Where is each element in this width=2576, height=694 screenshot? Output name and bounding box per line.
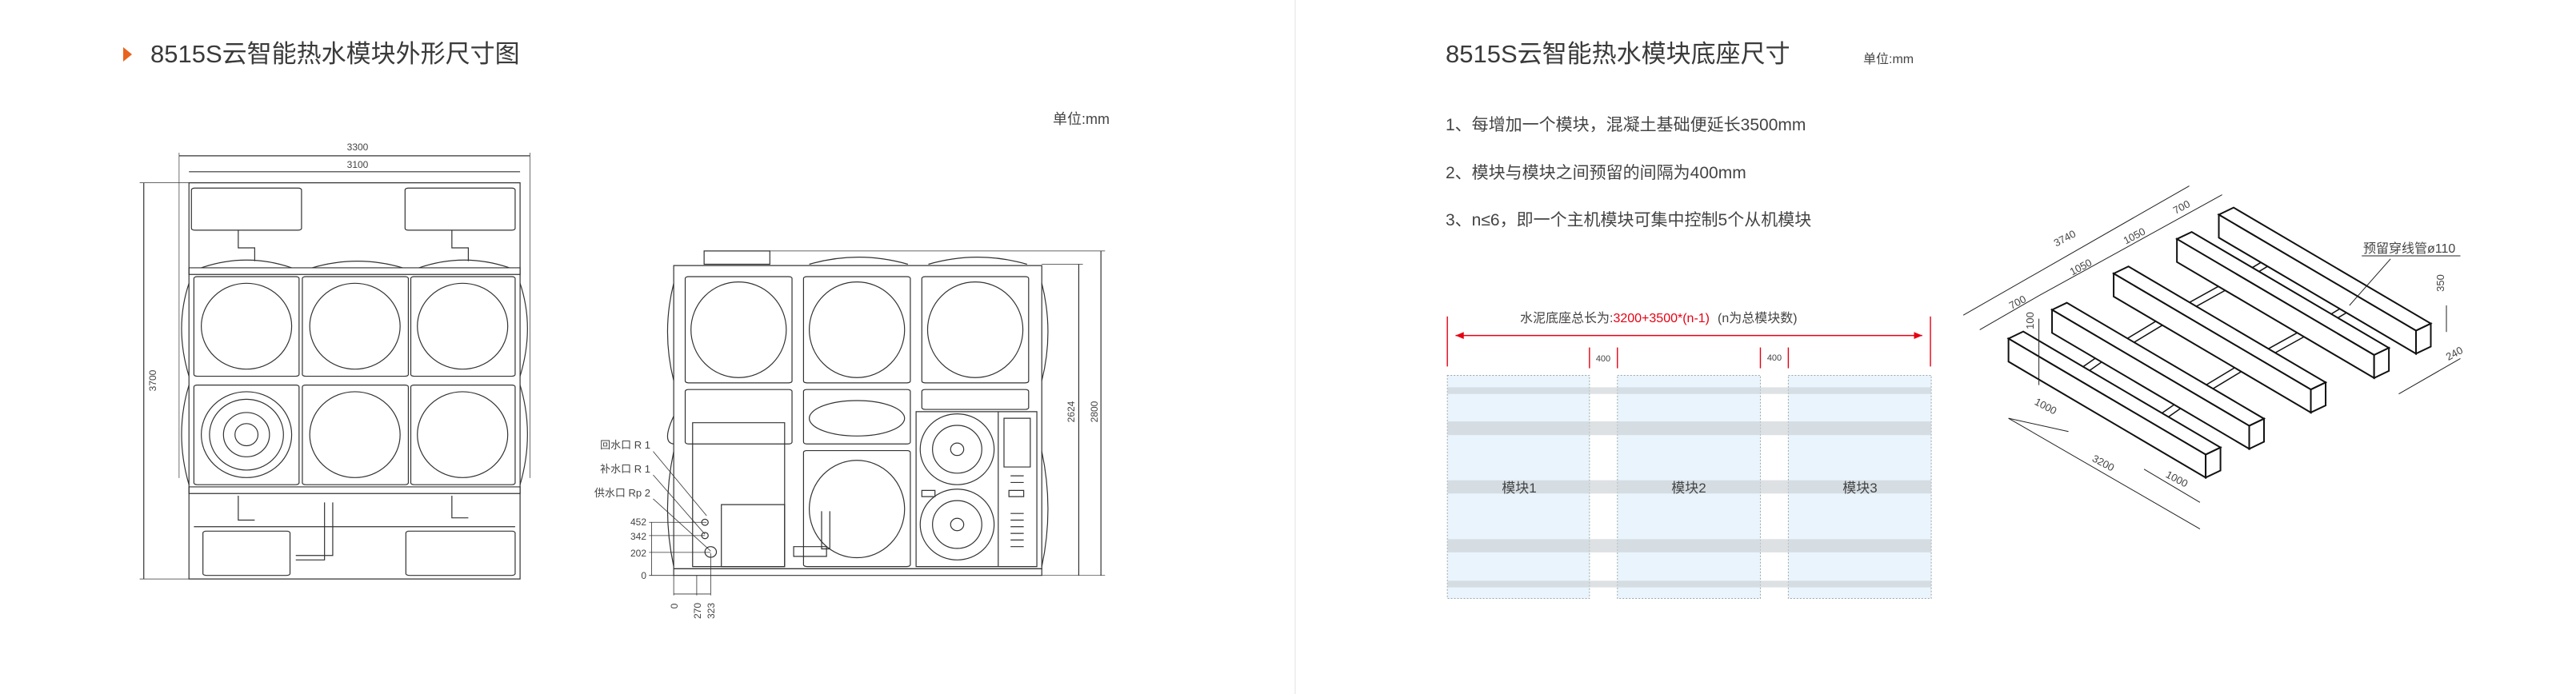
- total-length-prefix: 水泥底座总长为:: [1520, 311, 1613, 325]
- port-label-makeup: 补水口 R 1: [600, 463, 650, 475]
- port-height-452: 452: [630, 517, 646, 528]
- iso-dim-240: 240: [2444, 344, 2465, 362]
- title-bullet-icon: [123, 47, 132, 62]
- tank-panels: [194, 277, 515, 485]
- port-height-0: 0: [641, 570, 646, 581]
- dim-2624: 2624: [1066, 401, 1077, 422]
- dim-3700: 3700: [147, 369, 158, 391]
- note-1: 1、每增加一个模块，混凝土基础便延长3500mm: [1446, 116, 1806, 134]
- right-title: 8515S云智能热水模块底座尺寸: [1446, 40, 1790, 68]
- right-panel-base-dimensions: 8515S云智能热水模块底座尺寸 单位:mm 1、每增加一个模块，混凝土基础便延…: [1294, 0, 2576, 694]
- port-offset-0: 0: [669, 603, 680, 608]
- beam-end-face: [2311, 382, 2326, 413]
- gap-label-2: 400: [1767, 353, 1782, 363]
- iso-base-view: [2009, 208, 2431, 478]
- outline-drawing: 3300 3100 3700 2624 2800 回水口 R 1 补水口 R 1…: [0, 142, 1294, 619]
- total-length-formula: 3200+3500*(n-1): [1613, 312, 1710, 325]
- module-label-1: 模块1: [1502, 481, 1536, 496]
- pipe-label: 预留穿线管ø110: [2363, 241, 2455, 256]
- note-3: 3、n≤6，即一个主机模块可集中控制5个从机模块: [1446, 211, 1812, 229]
- left-unit-label: 单位:mm: [1053, 111, 1110, 127]
- iso-dim-1000-left: 1000: [2033, 396, 2059, 417]
- front-view: [140, 153, 530, 579]
- port-offset-270: 270: [692, 603, 703, 619]
- right-unit-label: 单位:mm: [1863, 53, 1914, 66]
- iso-dim-3200: 3200: [2090, 453, 2117, 474]
- total-length-label: 水泥底座总长为:3200+3500*(n-1) (n为总模块数): [1520, 311, 1798, 325]
- left-title: 8515S云智能热水模块外形尺寸图: [150, 40, 520, 68]
- gap-label-1: 400: [1596, 354, 1610, 364]
- base-drawing: 水泥底座总长为:3200+3500*(n-1)(n为总模块数) 400 400 …: [1296, 0, 2465, 694]
- port-label-supply: 供水口 Rp 2: [594, 487, 650, 499]
- port-height-342: 342: [630, 531, 646, 542]
- beam-end-face: [2250, 419, 2264, 449]
- fan-icon: [920, 489, 994, 560]
- port-offset-323: 323: [706, 603, 717, 619]
- side-view: [649, 251, 1105, 596]
- module-label-3: 模块3: [1842, 481, 1877, 496]
- base-plan: [1447, 317, 1931, 599]
- beam-end-face: [2206, 448, 2220, 478]
- iso-dim-1050-b: 1050: [2068, 257, 2094, 278]
- note-2: 2、模块与模块之间预留的间隔为400mm: [1446, 164, 1746, 182]
- fan-icon: [920, 414, 994, 485]
- port-height-202: 202: [630, 548, 646, 559]
- iso-dim-1000-right: 1000: [2164, 469, 2190, 490]
- iso-dim-350: 350: [2434, 274, 2446, 292]
- dim-3300: 3300: [347, 142, 369, 153]
- module-label-2: 模块2: [1671, 481, 1706, 496]
- iso-dim-100: 100: [2024, 312, 2036, 329]
- iso-dim-700-bottom: 700: [2007, 293, 2028, 311]
- beam-end-face: [2416, 324, 2430, 354]
- dim-3100: 3100: [347, 159, 369, 170]
- iso-dim-3740: 3740: [2052, 228, 2078, 249]
- port-label-return: 回水口 R 1: [600, 439, 650, 451]
- total-length-suffix: (n为总模块数): [1718, 311, 1798, 325]
- left-panel-outline-dimensions: 8515S云智能热水模块外形尺寸图 单位:mm: [0, 40, 1294, 619]
- dim-2800: 2800: [1089, 401, 1100, 422]
- heat-pump-unit: [916, 412, 1037, 567]
- iso-dim-700-top: 700: [2171, 197, 2192, 216]
- beam-end-face: [2374, 348, 2389, 378]
